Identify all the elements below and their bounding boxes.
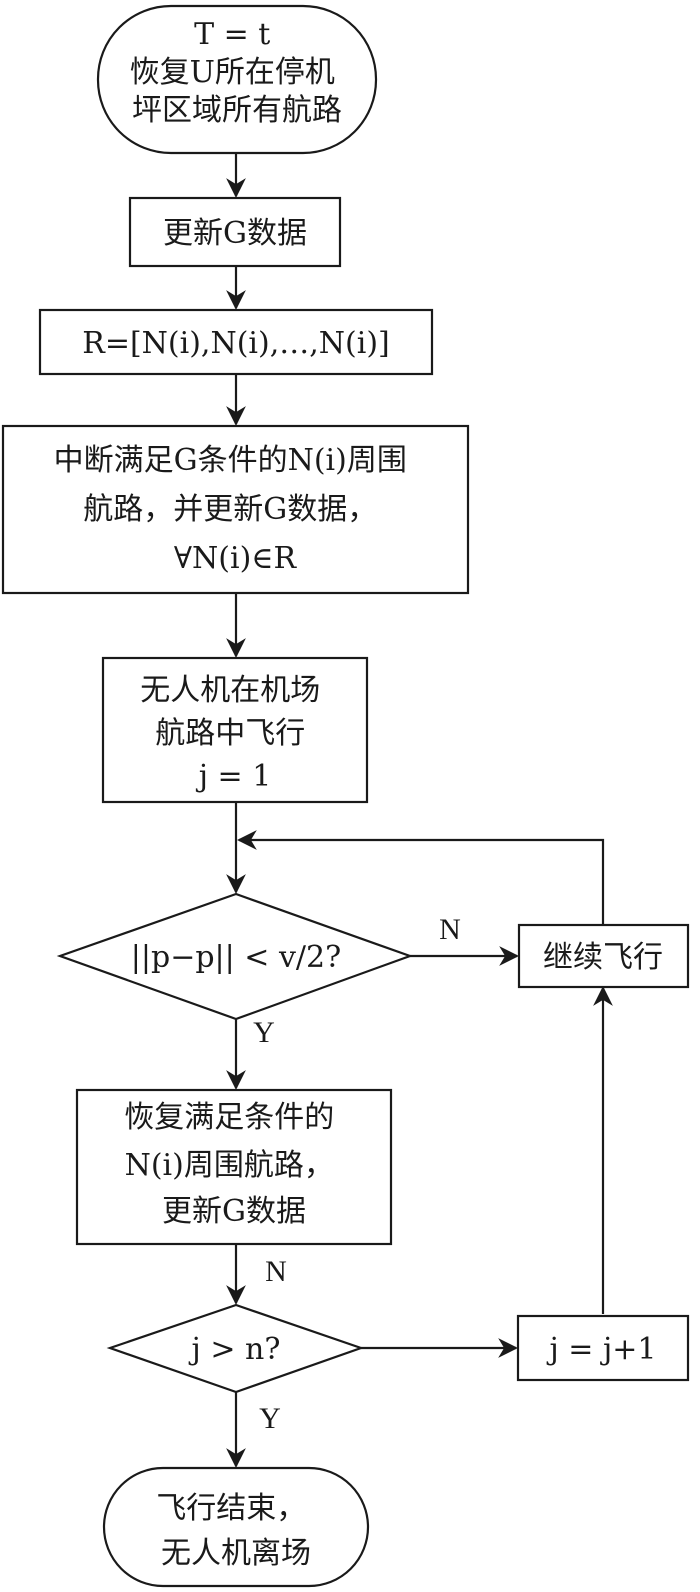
node-increment: j = j+1 (516, 1314, 690, 1382)
node-update-gf: 更新G数据 (128, 196, 342, 268)
increment-text: j = j+1 (546, 1332, 656, 1367)
node-uav-fly: 无人机在机场 航路中飞行 j = 1 (101, 656, 369, 804)
edge-label-y-end: Y (259, 1402, 281, 1435)
svg-text:j = j+1: j = j+1 (546, 1332, 656, 1367)
update-gf-text: 更新G数据 (163, 216, 307, 251)
svg-text:||p−p|| < v/2?: ||p−p|| < v/2? (131, 940, 341, 975)
restore-line-2: N(i)周围航路， (125, 1148, 334, 1183)
node-decision-distance: ||p−p|| < v/2? (56, 892, 414, 1021)
edge-label-n-restore: N (265, 1255, 287, 1288)
uav-fly-line-3: j = 1 (196, 759, 272, 794)
restore-line-1: 恢复满足条件的 (124, 1100, 334, 1135)
edge-continue-loop-back (237, 830, 605, 925)
edge-labels: N Y N Y (253, 913, 461, 1435)
svg-text:更新G数据: 更新G数据 (163, 216, 307, 251)
rnk-list-text: R=[N(i),N(i),…,N(i)] (82, 326, 390, 361)
restore-line-3: 更新G数据 (162, 1194, 306, 1229)
svg-text:继续飞行: 继续飞行 (543, 940, 663, 975)
start-line-3: 坪区域所有航路 (132, 93, 342, 128)
node-restore: 恢复满足条件的 N(i)周围航路， 更新G数据 (75, 1088, 393, 1246)
edges (226, 153, 613, 1468)
decision-distance-text: ||p−p|| < v/2? (131, 940, 341, 975)
svg-text:中断满足G条件的N(i)周围 航路，并更新G数据: 中断满足G条件的N(i)周围 航路，并更新G数据， ∀N(i)∈R (54, 443, 417, 576)
svg-text:无人机在机场 航路中飞行 j = 1: 无人机在机场 航路中飞行 j = 1 (140, 673, 330, 794)
node-decision-j: j > n? (106, 1303, 365, 1394)
svg-text:恢复满足条件的 N(i)周围航路，: 恢复满足条件的 N(i)周围航路， 更新G数据 (124, 1100, 344, 1229)
svg-text:R=[N(i),N(i),…,N(i)]: R=[N(i),N(i),…,N(i)] (82, 326, 390, 361)
edge-label-n-distance: N (439, 913, 461, 946)
node-rnk-list: R=[N(i),N(i),…,N(i)] (38, 308, 434, 376)
svg-text:T = t 恢复U所在停机 坪区域所: T = t 恢复U所在停机 坪区域所有航路 (130, 17, 345, 128)
uav-fly-line-1: 无人机在机场 (140, 673, 320, 708)
interrupt-line-2: 航路，并更新G数据， (83, 492, 377, 527)
node-continue-fly: 继续飞行 (517, 923, 690, 989)
node-interrupt: 中断满足G条件的N(i)周围 航路，并更新G数据， ∀N(i)∈R (1, 424, 470, 595)
uav-fly-line-2: 航路中飞行 (155, 716, 305, 751)
interrupt-line-1: 中断满足G条件的N(i)周围 (54, 443, 407, 478)
node-end: 飞行结束， 无人机离场 (102, 1466, 370, 1588)
start-line-2: 恢复U所在停机 (130, 55, 335, 90)
node-start: T = t 恢复U所在停机 坪区域所有航路 (96, 4, 378, 155)
end-line-1: 飞行结束， (156, 1491, 306, 1526)
continue-fly-text: 继续飞行 (543, 940, 663, 975)
decision-j-text: j > n? (189, 1332, 281, 1367)
start-line-1: T = t (194, 17, 270, 52)
svg-text:飞行结束， 无人机离场: 飞行结束， 无人机离场 (156, 1491, 316, 1571)
interrupt-line-3: ∀N(i)∈R (174, 541, 298, 576)
svg-text:j > n?: j > n? (189, 1332, 281, 1367)
edge-label-y-distance: Y (253, 1016, 275, 1049)
end-line-2: 无人机离场 (161, 1536, 311, 1571)
